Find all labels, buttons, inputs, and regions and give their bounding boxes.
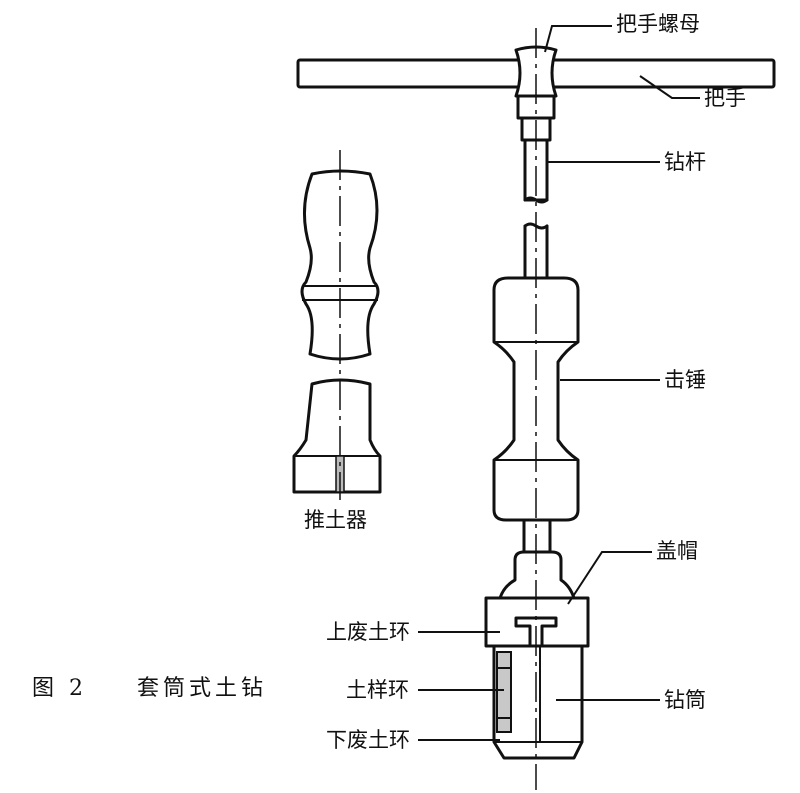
drill-barrel	[492, 644, 584, 760]
handle-nut	[514, 45, 558, 142]
label-hammer: 击锤	[664, 368, 706, 392]
label-drill-rod: 钻杆	[664, 150, 706, 174]
label-cap: 盖帽	[656, 539, 698, 563]
label-sample-ring: 土样环	[346, 678, 409, 702]
soil-rings	[496, 651, 512, 733]
figure-number: 图 2	[32, 676, 87, 701]
figure-caption: 图 2 套筒式土钻	[32, 670, 267, 702]
soil-pusher-lower	[292, 378, 382, 494]
label-handle: 把手	[704, 86, 746, 110]
cap	[484, 550, 590, 650]
drill-rod-connector	[522, 518, 552, 554]
label-drill-barrel: 钻筒	[664, 688, 706, 712]
label-soil-pusher: 推土器	[304, 508, 367, 532]
figure-title: 套筒式土钻	[137, 676, 268, 701]
leader-lines	[418, 25, 700, 741]
label-handle-nut: 把手螺母	[616, 12, 700, 36]
label-lower-waste-ring: 下废土环	[326, 728, 410, 752]
label-upper-waste-ring: 上废土环	[326, 620, 410, 644]
